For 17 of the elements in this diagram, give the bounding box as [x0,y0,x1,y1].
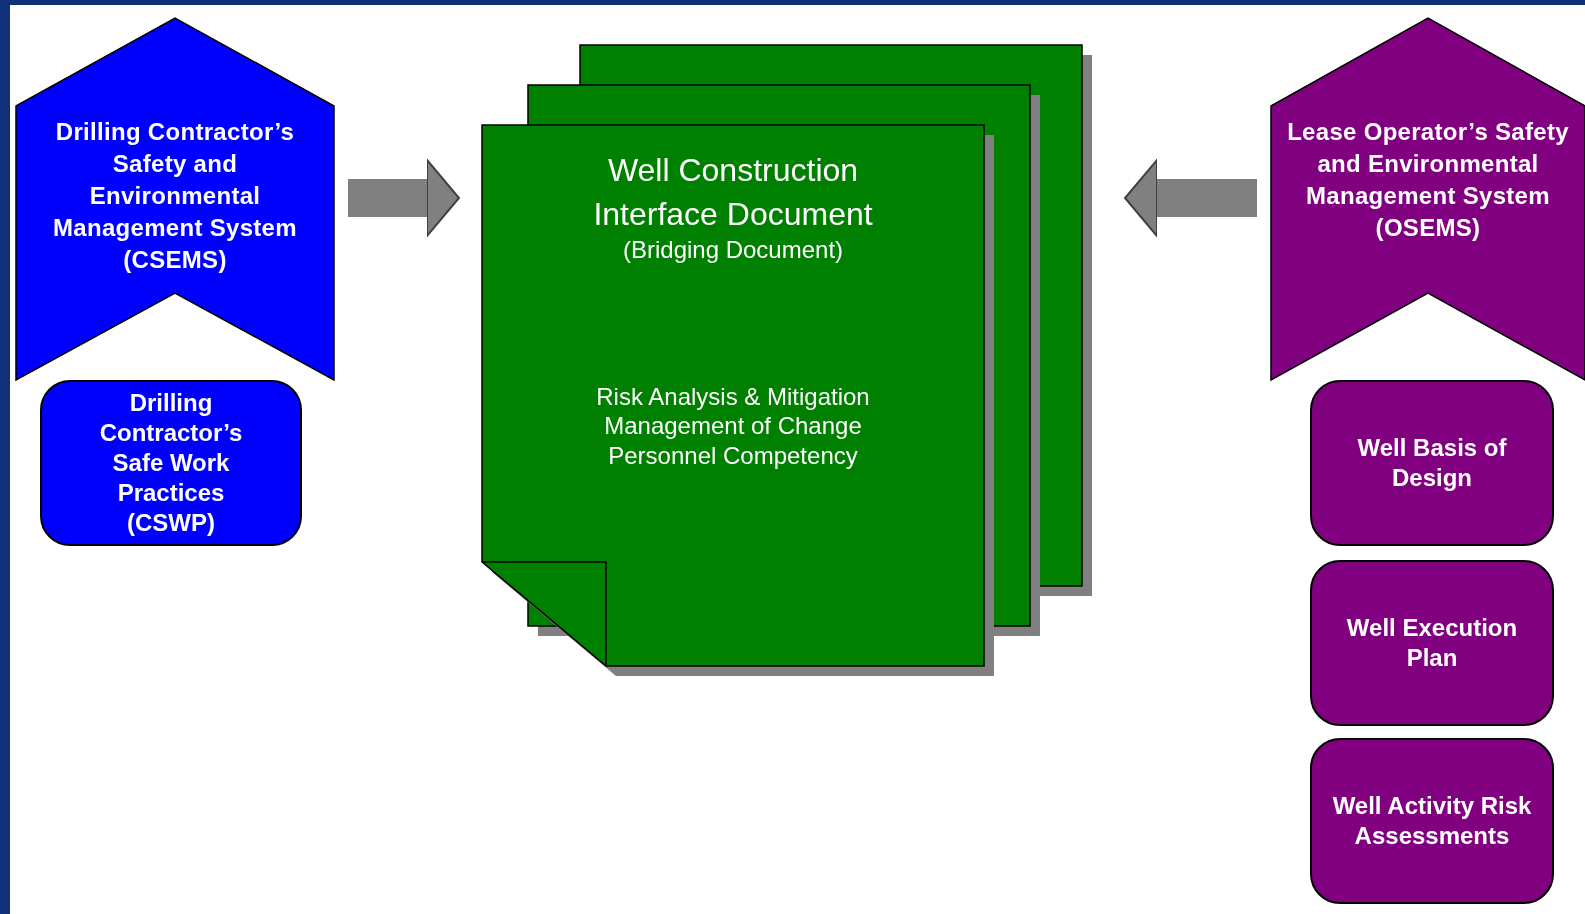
document-item: Personnel Competency [607,441,859,471]
banner-text: Lease Operator’s Safety and Environmental Management System (OSEMS) [1286,117,1570,243]
rounded-box [1310,560,1554,726]
rounded-box [1310,380,1554,546]
block-arrow [1124,159,1257,237]
document-item: Risk Analysis & Mitigation [595,382,871,412]
box-text: Well Activity Risk Assessments [1331,791,1533,851]
banner-text: Drilling Contractor’s Safety and Environmental Management System (CSEMS) [52,117,298,275]
box-text: Drilling Contractor’s Safe Work Practices (CSWP) [98,388,244,538]
rounded-box [1310,738,1554,904]
block-arrow [348,159,460,237]
rounded-box [40,380,302,546]
box-text: Well Basis of Design [1356,433,1508,493]
box-text: Well Execution Plan [1345,613,1519,673]
document-subtitle: (Bridging Document) [621,235,845,265]
document-title: Well Construction Interface Document [592,151,874,234]
document-item: Management of Change [603,411,863,441]
